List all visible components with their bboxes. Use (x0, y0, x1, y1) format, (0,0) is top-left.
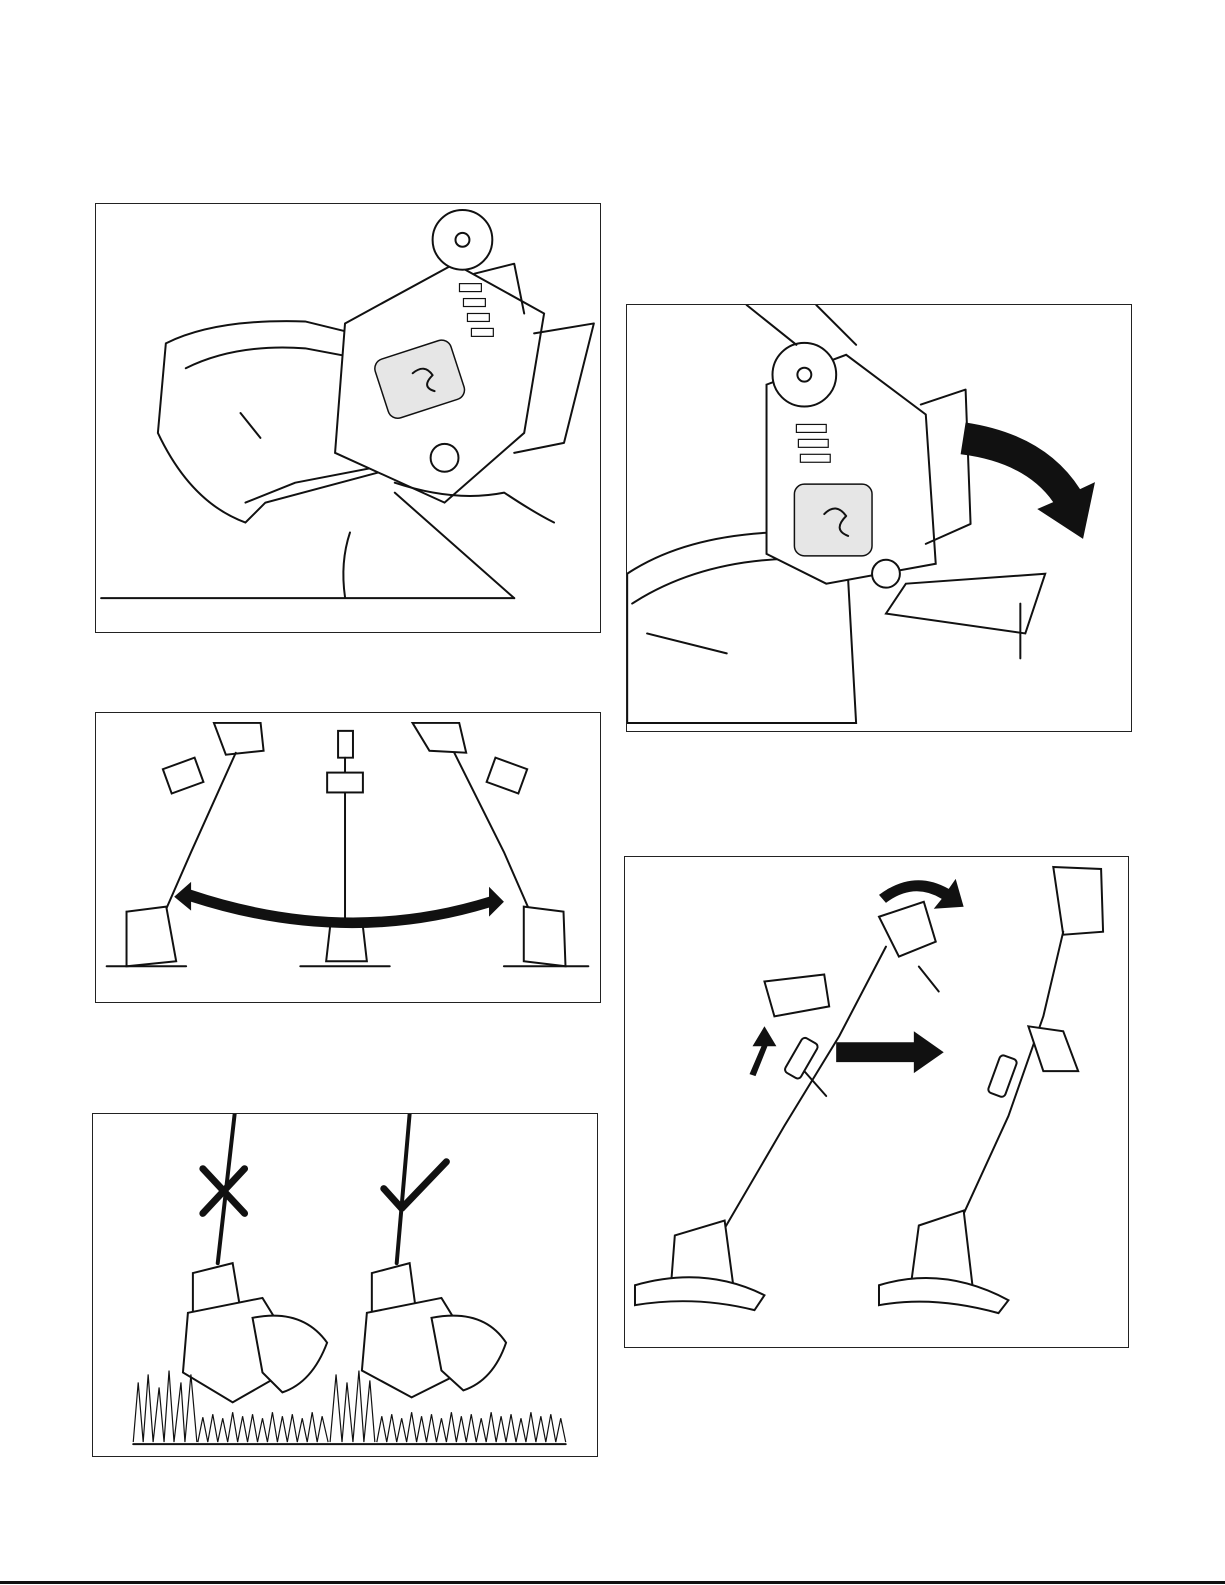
illustration-head-rotation (624, 856, 1129, 1348)
straight-arrow-right-icon (836, 1031, 944, 1073)
line-spool-button (431, 444, 459, 472)
trimmer-head-drawing (96, 204, 600, 632)
trimmer-incorrect (183, 1114, 327, 1402)
shaft-collar (784, 1036, 819, 1079)
trimmer-line (395, 483, 554, 523)
straight-arrow-up-icon (750, 1026, 777, 1076)
front-handle (764, 975, 829, 1017)
pivot-knob (773, 343, 837, 407)
logo-plate (794, 484, 872, 556)
curved-arrow-down-right-icon (961, 422, 1095, 538)
check-mark-correct-icon (384, 1162, 447, 1209)
line-spool-button (872, 560, 900, 588)
front-handle (1028, 1026, 1078, 1071)
grass-short (198, 1412, 566, 1442)
illustration-cutting-technique (92, 1113, 598, 1457)
edge-guard-drawing (627, 305, 1131, 731)
pivot-knob (433, 210, 493, 270)
illustration-tilt-angles (95, 712, 601, 1003)
trimmer-correct (362, 1114, 506, 1397)
tilt-angles-drawing (96, 713, 600, 1002)
illustration-guard-head (95, 203, 601, 633)
callout-line (919, 967, 939, 992)
guard-shell (635, 1277, 764, 1310)
trimmer-upright (300, 731, 389, 966)
trimmer-tilted-left (107, 723, 264, 966)
head-rotation-drawing (625, 857, 1128, 1347)
shaft-collar (987, 1054, 1017, 1098)
guard-shell (879, 1278, 1008, 1313)
rear-handle (1053, 867, 1103, 935)
trimmer-tilted-right (413, 723, 589, 966)
cutting-technique-drawing (93, 1114, 597, 1456)
trimmer-before (635, 902, 939, 1310)
page-bottom-rule (0, 1581, 1225, 1584)
double-curved-arrow-icon (174, 882, 504, 928)
rear-handle (879, 902, 936, 957)
illustration-edge-guard-lowered (626, 304, 1132, 732)
